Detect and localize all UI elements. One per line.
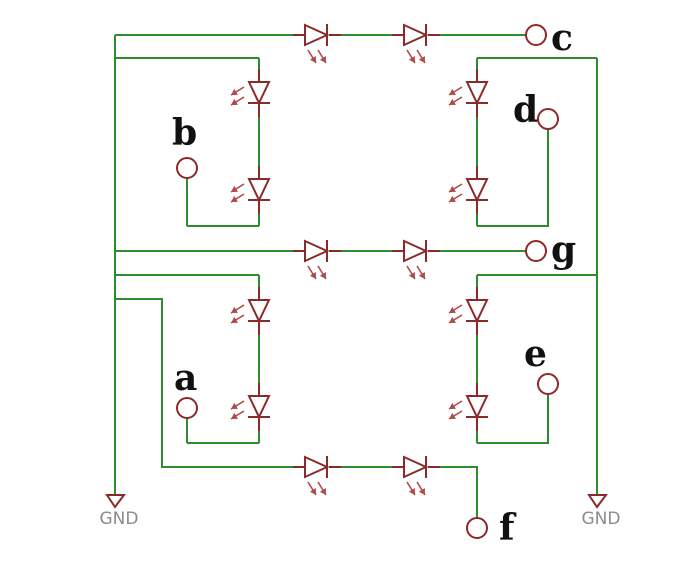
- led-left-upper-2: [230, 166, 271, 214]
- label-d: d: [513, 89, 538, 131]
- led-right-lower-2: [448, 383, 489, 431]
- ground-label-right: GND: [582, 509, 621, 529]
- pad-a[interactable]: [176, 397, 198, 419]
- label-e: e: [524, 333, 547, 375]
- wire-seg-d-bottom: [477, 130, 549, 227]
- label-f: f: [499, 507, 517, 549]
- ground-label-left: GND: [100, 509, 139, 529]
- grounds: GND GND: [100, 494, 621, 529]
- led-left-lower-1: [230, 287, 271, 335]
- led-left-lower-2: [230, 383, 271, 431]
- pad-b[interactable]: [176, 157, 198, 179]
- pad-g[interactable]: [525, 240, 547, 262]
- led-right-upper-2: [448, 166, 489, 214]
- leds: [230, 23, 489, 496]
- led-top-1: [293, 23, 341, 64]
- ground-symbol-right: [587, 494, 608, 509]
- pad-e[interactable]: [537, 373, 559, 395]
- led-top-2: [392, 23, 440, 64]
- led-mid-2: [392, 239, 440, 280]
- led-bottom-2: [392, 455, 440, 496]
- pads: [176, 24, 559, 539]
- led-right-lower-1: [448, 287, 489, 335]
- pad-c[interactable]: [525, 24, 547, 46]
- pad-d[interactable]: [537, 108, 559, 130]
- label-c: c: [551, 17, 573, 59]
- wire-seg-f-feed: [115, 298, 478, 518]
- pad-f[interactable]: [466, 517, 488, 539]
- label-b: b: [172, 112, 197, 154]
- led-left-upper-1: [230, 69, 271, 117]
- led-mid-1: [293, 239, 341, 280]
- led-right-upper-1: [448, 69, 489, 117]
- ground-symbol-left: [105, 494, 126, 509]
- label-g: g: [551, 229, 576, 271]
- label-a: a: [174, 357, 197, 399]
- wire-seg-e-bottom: [477, 394, 549, 444]
- pin-labels: c d b g e a f: [172, 17, 576, 549]
- led-bottom-1: [293, 455, 341, 496]
